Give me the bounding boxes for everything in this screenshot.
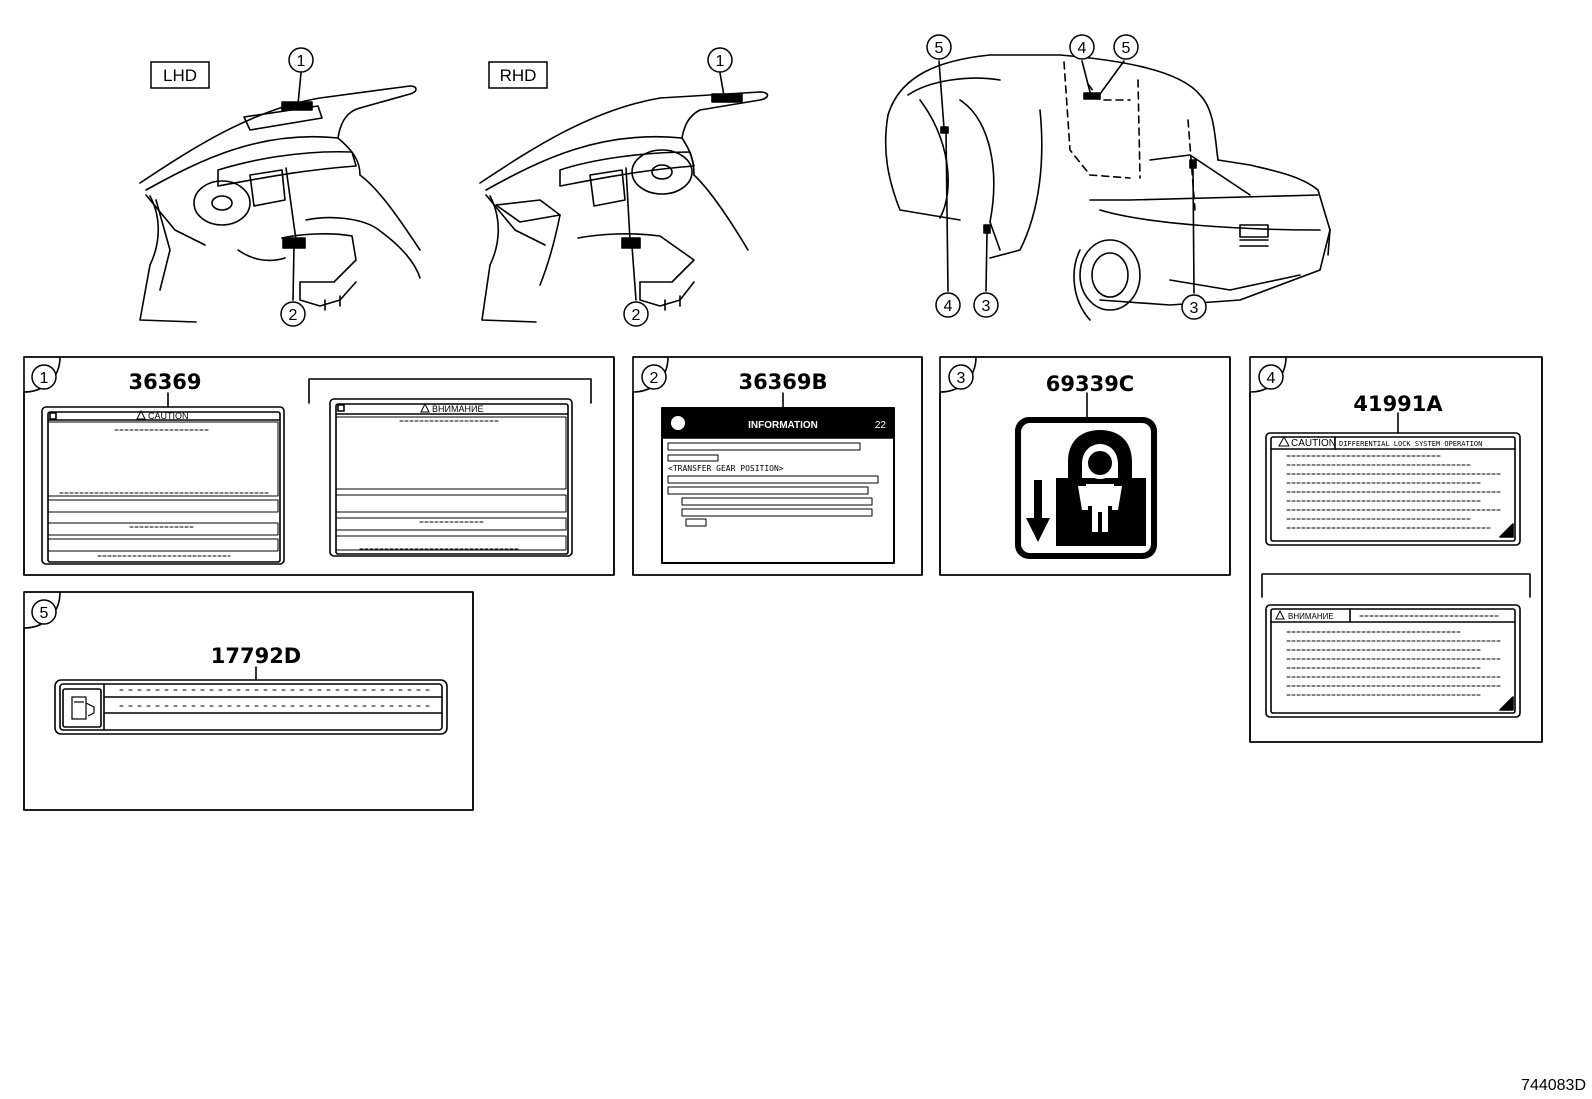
label-text: CAUTION ВНИМАНИЕ INFORMATION 22 <TRANSFE… [136, 402, 1482, 621]
label-41991a-title: DIFFERENTIAL LOCK SYSTEM OPERATION [1339, 440, 1482, 448]
svg-text:3: 3 [957, 370, 966, 387]
callout-1-lhd: 1 [288, 47, 314, 73]
label-41991a-vnimanie: ВНИМАНИЕ [1288, 612, 1334, 621]
rhd-dashboard-illustration [479, 91, 769, 323]
part-code-17792d: 17792D [211, 644, 302, 668]
label-information-number: 22 [875, 420, 887, 431]
panel-4-number: 4 [1258, 364, 1284, 390]
callout-2-lhd: 2 [280, 301, 306, 327]
svg-text:5: 5 [1122, 40, 1131, 57]
panel-headers: 1 36369 2 36369B 3 69339C 4 41991A 5 177… [31, 364, 1443, 668]
label-36369-caution: CAUTION [148, 411, 189, 421]
panel-2 [632, 356, 923, 576]
svg-text:5: 5 [935, 40, 944, 57]
svg-text:4: 4 [1078, 40, 1087, 57]
callout-1-rhd: 1 [707, 47, 733, 73]
callout-5-truck-top: 5 [1113, 34, 1139, 60]
caution-triangle-icon [1278, 435, 1290, 447]
svg-text:2: 2 [289, 307, 298, 324]
callout-leaders [292, 60, 1195, 301]
svg-text:2: 2 [632, 307, 641, 324]
svg-text:5: 5 [40, 605, 49, 622]
panel-1 [23, 356, 615, 576]
figure-id: 744083D [1521, 1077, 1586, 1094]
rhd-label: RHD [500, 66, 537, 85]
label-41991a-caution: CAUTION [1291, 438, 1336, 449]
svg-text:4: 4 [944, 298, 953, 315]
fuel-filler-icon [71, 696, 95, 720]
view-labels: LHD RHD [150, 61, 548, 89]
svg-text:2: 2 [650, 370, 659, 387]
svg-text:4: 4 [1267, 370, 1276, 387]
svg-text:1: 1 [716, 53, 725, 70]
panel-3 [939, 356, 1231, 576]
label-36369-vnimanie: ВНИМАНИЕ [432, 404, 483, 414]
panel-4 [1249, 356, 1543, 743]
svg-text:3: 3 [1190, 300, 1199, 317]
label-transfer-gear-position: <TRANSFER GEAR POSITION> [668, 464, 784, 473]
part-code-36369b: 36369B [738, 370, 827, 394]
panel-2-number: 2 [641, 364, 667, 390]
callout-markers: 1 2 1 2 5 4 5 4 3 3 [280, 34, 1207, 327]
pickup-truck-illustration [884, 54, 1331, 321]
part-code-41991a: 41991A [1353, 392, 1443, 416]
panel-3-number: 3 [948, 364, 974, 390]
panel-5 [23, 591, 474, 811]
svg-text:1: 1 [297, 53, 306, 70]
panel-5-number: 5 [31, 599, 57, 625]
callout-3-truck-rear: 3 [1181, 294, 1207, 320]
part-code-36369: 36369 [128, 370, 201, 394]
down-arrow-icon [1026, 480, 1050, 542]
panel-1-number: 1 [31, 364, 57, 390]
callout-4-truck-top: 4 [1069, 34, 1095, 60]
child-lock-icon [1015, 417, 1157, 559]
lhd-label: LHD [163, 66, 197, 85]
callout-5-truck-front: 5 [926, 34, 952, 60]
lhd-dashboard-illustration [139, 85, 421, 323]
label-information-header: INFORMATION [748, 420, 818, 431]
svg-text:1: 1 [40, 370, 49, 387]
part-code-69339c: 69339C [1046, 372, 1134, 396]
callout-4-truck-bottom: 4 [935, 292, 961, 318]
callout-3-truck-door: 3 [973, 292, 999, 318]
callout-2-rhd: 2 [623, 301, 649, 327]
svg-text:3: 3 [982, 298, 991, 315]
